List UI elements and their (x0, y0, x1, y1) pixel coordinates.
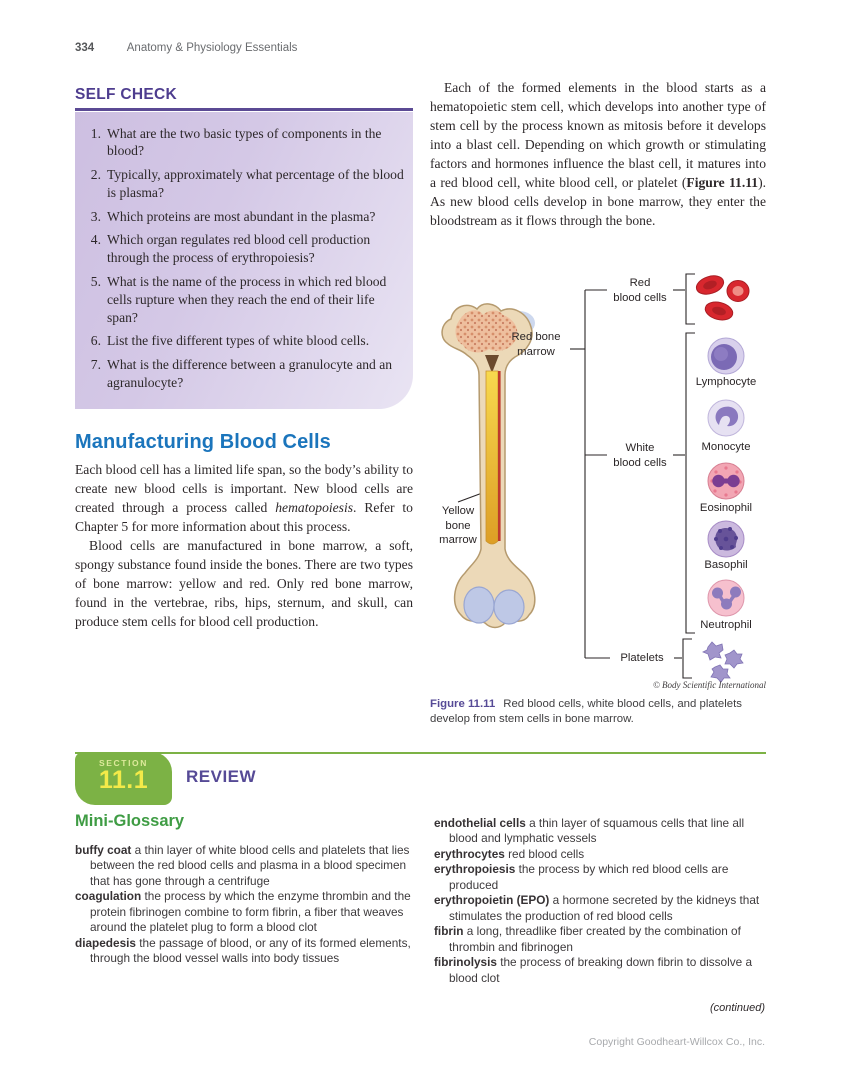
italic-term: hematopoiesis (275, 499, 354, 515)
self-check-rule (75, 108, 413, 111)
glossary-entry: erythropoietin (EPO) a hormone secreted … (434, 893, 760, 923)
lymphocyte-icon (706, 336, 746, 381)
review-divider-line (75, 752, 766, 754)
paragraph-text: ). As new blood cells develop in bone ma… (430, 175, 767, 229)
monocyte-icon (706, 398, 746, 443)
glossary-entry: diapedesis the passage of blood, or any … (75, 935, 411, 966)
white-blood-cells-label: White blood cells (613, 442, 667, 469)
self-check-question: What is the difference between a granulo… (83, 356, 393, 391)
glossary-entry: erythrocytes red blood cells (434, 846, 585, 861)
left-column: SELF CHECK What are the two basic types … (75, 86, 413, 631)
section-badge-label: SECTION (99, 758, 148, 768)
body-paragraph: Each of the formed elements in the blood… (430, 78, 766, 230)
paragraph-text: . Refer to Chapter 5 for more informatio… (75, 499, 413, 534)
self-check-question: Typically, approximately what percentage… (83, 166, 404, 200)
copyright-line: Copyright Goodheart-Willcox Co., Inc. (588, 1036, 765, 1048)
cell-label: Eosinophil (699, 502, 753, 514)
glossary-entry: endothelial cells a thin layer of squamo… (434, 816, 745, 846)
paragraph-text: Each blood cell has a limited life span,… (75, 461, 413, 515)
cell-label: Monocyte (701, 441, 751, 453)
book-title: Anatomy & Physiology Essentials (126, 42, 298, 54)
self-check-question: Which proteins are most abundant in the … (83, 208, 376, 226)
self-check-question: What is the name of the process in which… (83, 273, 387, 325)
glossary-entry: fibrinolysis the process of breaking dow… (434, 955, 753, 985)
self-check-question: List the five different types of white b… (83, 332, 370, 350)
section-badge: SECTION 11.1 (75, 752, 172, 805)
cell-label: Lymphocyte (695, 376, 757, 388)
cell-label: Basophil (704, 559, 748, 571)
page-number: 334 (75, 42, 95, 54)
glossary-entry: coagulation the process by which the enz… (75, 889, 411, 935)
eosinophil-icon (706, 461, 746, 506)
red-bone-marrow-label: Red bone marrow (511, 331, 561, 358)
paragraph-text: Each of the formed elements in the blood… (430, 80, 766, 191)
basophil-icon (706, 519, 746, 564)
self-check-heading: SELF CHECK (75, 86, 178, 103)
glossary-column-left: buffy coat a thin layer of white blood c… (75, 843, 427, 967)
self-check-box: What are the two basic types of componen… (75, 111, 413, 409)
right-column: Each of the formed elements in the blood… (430, 78, 766, 230)
mini-glossary-heading: Mini-Glossary (75, 812, 185, 830)
figure-reference: Figure 11.11 (686, 175, 759, 191)
neutrophil-icon (706, 578, 746, 623)
red-blood-cells-label: Red blood cells (613, 277, 667, 304)
continued-note: (continued) (709, 1002, 765, 1014)
glossary-column-right: endothelial cells a thin layer of squamo… (434, 816, 766, 986)
glossary-entry: buffy coat a thin layer of white blood c… (75, 843, 410, 888)
figure-11-11: Red bone marrow Yellow bone marrow Red b… (430, 272, 766, 692)
figure-caption-text: Red blood cells, white blood cells, and … (430, 698, 742, 726)
running-head: 334 Anatomy & Physiology Essentials (75, 42, 297, 54)
section-heading: Manufacturing Blood Cells (75, 430, 331, 453)
body-paragraph: Each blood cell has a limited life span,… (75, 460, 413, 536)
self-check-question: What are the two basic types of componen… (83, 125, 382, 159)
self-check-question-list: What are the two basic types of componen… (83, 125, 405, 392)
section-badge-number: 11.1 (98, 766, 149, 794)
self-check-question: Which organ regulates red blood cell pro… (83, 231, 371, 266)
glossary-entry: fibrin a long, threadlike fiber created … (434, 924, 741, 954)
cell-label: Neutrophil (700, 619, 752, 631)
body-paragraph: Blood cells are manufactured in bone mar… (75, 537, 413, 630)
platelets-icon (698, 639, 746, 690)
red-blood-cells-icon (692, 272, 754, 329)
yellow-bone-marrow-label: Yellow bone marrow (439, 505, 477, 546)
figure-credit: © Body Scientific International (652, 680, 766, 690)
glossary-entry: erythropoiesis the process by which red … (434, 862, 729, 892)
figure-caption-number: Figure 11.11 (430, 698, 496, 710)
platelets-label: Platelets (620, 652, 664, 664)
review-heading: REVIEW (186, 767, 257, 786)
femur-bone-illustration (441, 303, 536, 629)
